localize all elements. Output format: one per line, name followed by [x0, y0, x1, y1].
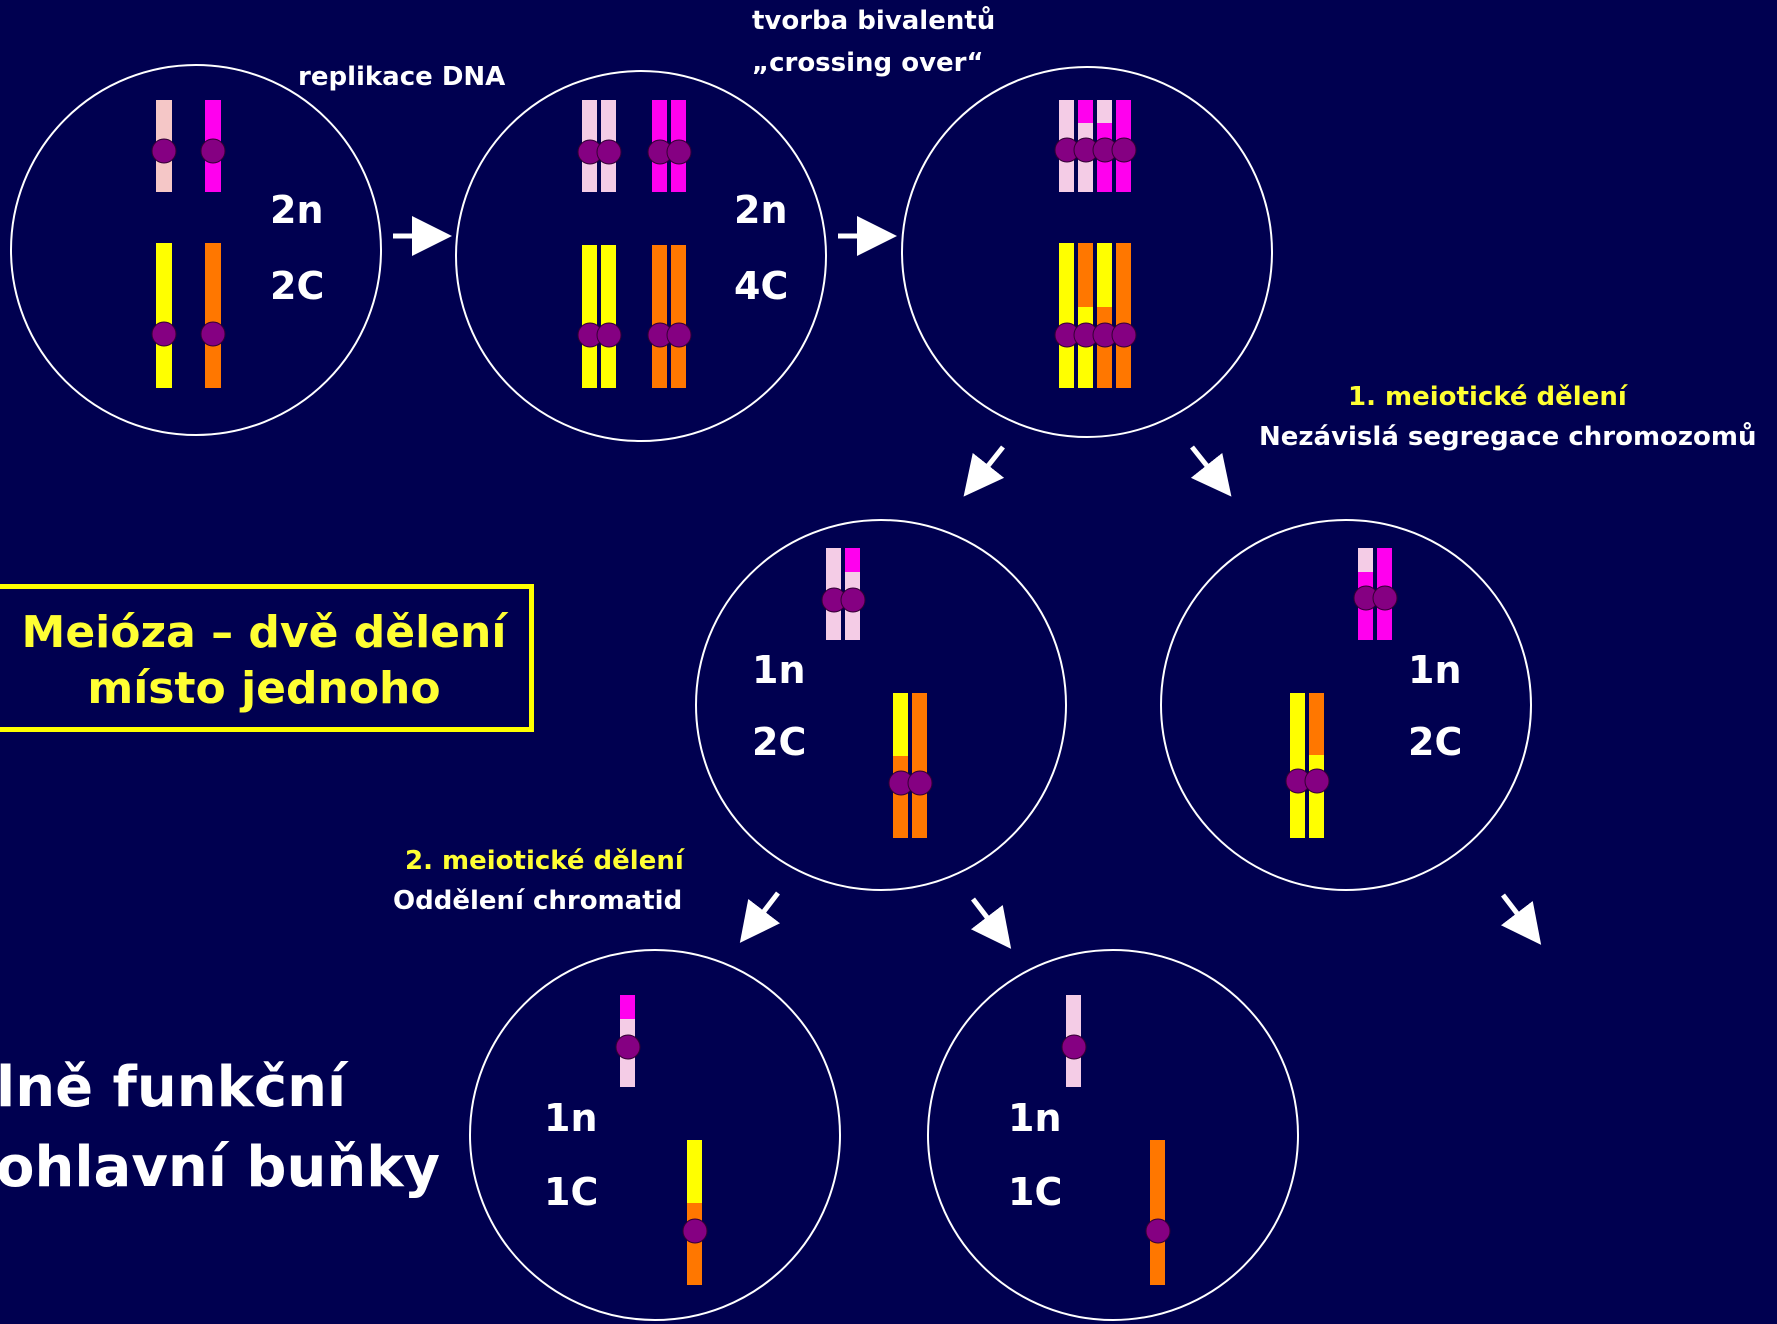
- title-line1: Meióza – dvě dělení: [21, 607, 507, 658]
- cell-5: [1160, 519, 1532, 891]
- cell-membrane: [1160, 519, 1532, 891]
- centromere: [200, 138, 226, 164]
- cell-2: [455, 70, 827, 442]
- cell-membrane: [455, 70, 827, 442]
- ploidy-c: 1C: [1008, 1170, 1063, 1214]
- chromatid-exchanged-segment: [1097, 243, 1112, 307]
- ploidy-n: 2n: [734, 188, 788, 232]
- bottom-text-line1: lně funkční: [0, 1055, 347, 1120]
- chromatid: [1150, 1140, 1165, 1285]
- cell-membrane: [695, 519, 1067, 891]
- cell-membrane: [927, 949, 1299, 1321]
- arrow-down-right-icon: [970, 897, 1012, 949]
- chromatid: [1290, 693, 1305, 838]
- chromatid-exchanged-segment: [620, 995, 635, 1019]
- centromere: [615, 1034, 641, 1060]
- arrow-down-left-icon: [963, 445, 1005, 497]
- cell-membrane: [469, 949, 841, 1321]
- centromere: [596, 322, 622, 348]
- ploidy-n: 1n: [752, 648, 806, 692]
- cell-3: [901, 66, 1273, 438]
- centromere: [1111, 322, 1137, 348]
- meiosis2-desc: Oddělení chromatid: [393, 886, 683, 916]
- title-line2: místo jednoho: [87, 663, 441, 714]
- cell-membrane: [10, 64, 382, 436]
- bottom-text-line2: ohlavní buňky: [0, 1135, 440, 1200]
- chromatid: [912, 693, 927, 838]
- cell-1: [10, 64, 382, 436]
- bivalents-label-line2: „crossing over“: [752, 48, 984, 78]
- chromatid-exchanged-segment: [893, 756, 908, 838]
- centromere: [1145, 1218, 1171, 1244]
- centromere: [200, 321, 226, 347]
- chromatid: [1059, 243, 1074, 388]
- chromatid: [601, 245, 616, 388]
- centromere: [840, 587, 866, 613]
- chromatid-exchanged-segment: [1078, 243, 1093, 307]
- centromere: [907, 770, 933, 796]
- centromere: [682, 1218, 708, 1244]
- cell-4: [695, 519, 1067, 891]
- cell-7: [927, 949, 1299, 1321]
- chromatid: [671, 245, 686, 388]
- centromere: [666, 139, 692, 165]
- chromatid-exchanged-segment: [1358, 548, 1373, 572]
- chromatid: [1116, 243, 1131, 388]
- chromatid-exchanged-segment: [1078, 100, 1093, 123]
- ploidy-c: 2C: [752, 720, 807, 764]
- chromatid-exchanged-segment: [1097, 100, 1112, 123]
- chromatid-exchanged-segment: [845, 548, 860, 572]
- centromere: [666, 322, 692, 348]
- ploidy-n: 2n: [270, 188, 324, 232]
- chromatid: [582, 245, 597, 388]
- ploidy-c: 2C: [270, 264, 325, 308]
- centromere: [151, 138, 177, 164]
- chromatid: [652, 245, 667, 388]
- centromere: [596, 139, 622, 165]
- chromatid-exchanged-segment: [687, 1203, 702, 1285]
- meiosis1-desc: Nezávislá segregace chromozomů: [1259, 422, 1757, 452]
- centromere: [1111, 137, 1137, 163]
- centromere: [1304, 768, 1330, 794]
- bottom-text: lně funkční ohlavní buňky: [0, 1048, 440, 1208]
- arrow-down-right-icon: [1500, 893, 1542, 945]
- centromere: [1061, 1034, 1087, 1060]
- centromere: [1372, 585, 1398, 611]
- title-box: Meióza – dvě dělení místo jednoho: [0, 584, 534, 732]
- meiosis2-title: 2. meiotické dělení: [405, 846, 684, 876]
- ploidy-n: 1n: [1008, 1096, 1062, 1140]
- arrow-down-left-icon: [739, 891, 781, 943]
- ploidy-c: 1C: [544, 1170, 599, 1214]
- centromere: [151, 321, 177, 347]
- ploidy-c: 4C: [734, 264, 789, 308]
- meiosis1-title: 1. meiotické dělení: [1348, 382, 1627, 412]
- cell-6: [469, 949, 841, 1321]
- replication-label: replikace DNA: [298, 62, 506, 92]
- ploidy-n: 1n: [1408, 648, 1462, 692]
- cell-membrane: [901, 66, 1273, 438]
- chromatid-exchanged-segment: [1309, 693, 1324, 755]
- chromosome: [205, 243, 221, 388]
- ploidy-c: 2C: [1408, 720, 1463, 764]
- ploidy-n: 1n: [544, 1096, 598, 1140]
- bivalents-label-line1: tvorba bivalentů: [752, 6, 996, 36]
- arrow-down-right-icon: [1190, 445, 1232, 497]
- chromosome: [156, 243, 172, 388]
